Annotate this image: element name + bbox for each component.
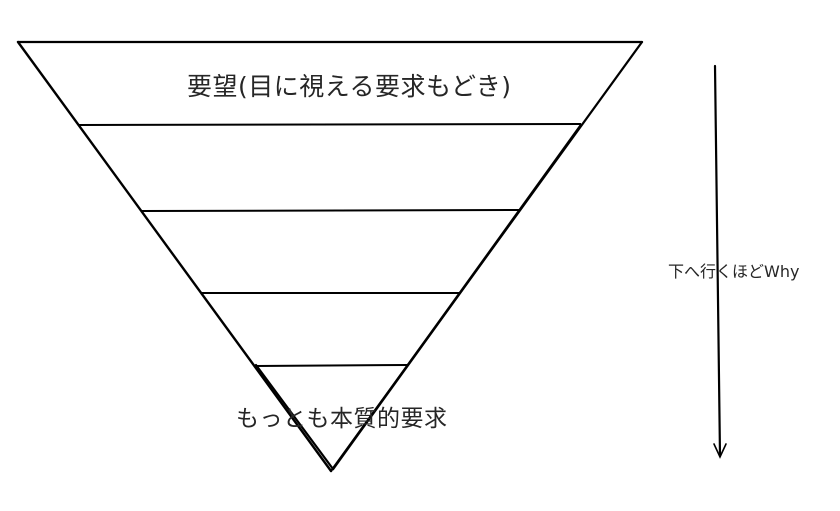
pyramid-right-edge-inner <box>331 123 583 471</box>
down-arrow <box>713 64 727 459</box>
level-divider-4 <box>255 364 408 367</box>
down-arrow-head-icon <box>713 443 727 459</box>
pyramid-left-edge <box>16 40 333 473</box>
pyramid-outline <box>16 40 644 473</box>
down-arrow-shaft <box>713 64 722 458</box>
pyramid-dividers <box>78 123 582 367</box>
bottom-level-label: もっとも本質的要求 <box>236 406 448 432</box>
pyramid-inner-left-edge <box>254 363 335 471</box>
level-divider-2 <box>141 209 520 212</box>
top-level-label: 要望(目に視える要求もどき) <box>187 72 512 101</box>
level-divider-1 <box>78 123 582 126</box>
arrow-label: 下へ行くほどWhy <box>668 262 800 281</box>
